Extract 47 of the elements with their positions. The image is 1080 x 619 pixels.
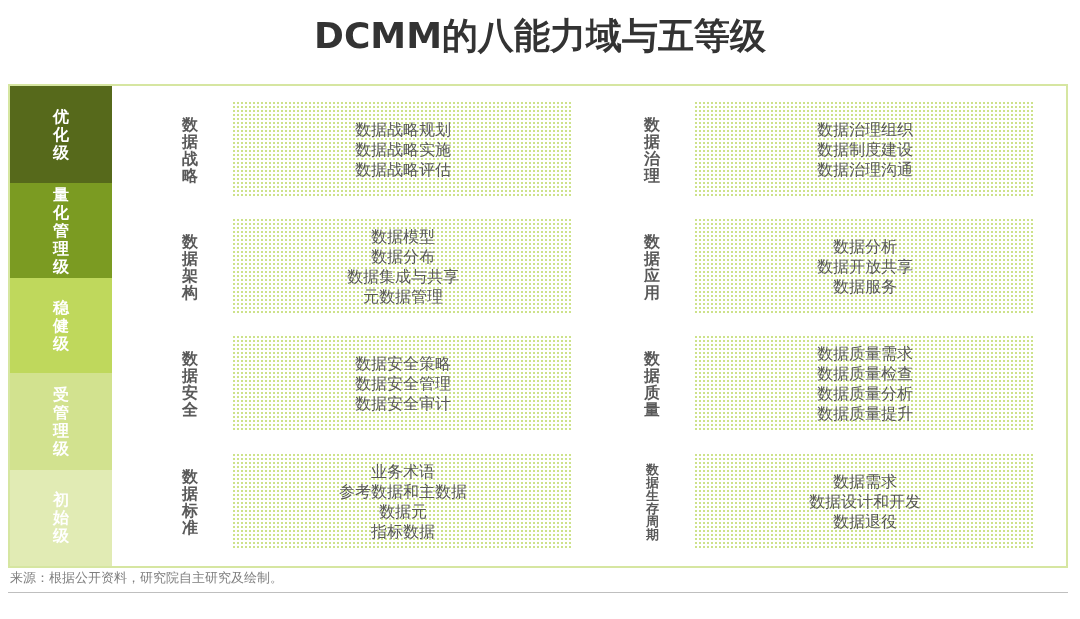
item-text: 数据战略评估	[354, 159, 451, 180]
domain-heading: 数据安全	[182, 349, 198, 418]
item-text: 数据设计和开发	[808, 491, 921, 512]
source-note: 来源：根据公开资料，研究院自主研究及绘制。	[10, 569, 283, 587]
item-text: 数据战略规划	[354, 119, 451, 140]
domain-heading: 数据标准	[182, 467, 198, 536]
level-label: 优化级	[53, 107, 69, 162]
domain-heading: 数据架构	[182, 232, 198, 301]
level-band	[10, 278, 112, 373]
level-label: 稳健级	[53, 298, 69, 353]
item-text: 数据质量分析	[816, 383, 913, 404]
item-text: 数据服务	[832, 276, 897, 297]
level-band	[10, 470, 112, 566]
item-text: 数据集成与共享	[346, 266, 459, 287]
item-text: 数据模型	[370, 226, 435, 247]
level-band	[10, 373, 112, 470]
item-text: 数据分布	[370, 246, 435, 267]
item-text: 数据质量需求	[816, 343, 913, 364]
item-text: 数据质量检查	[816, 363, 913, 384]
domain-heading: 数据应用	[644, 232, 660, 301]
level-band	[10, 86, 112, 183]
item-text: 数据战略实施	[354, 139, 451, 160]
item-text: 数据质量提升	[816, 403, 913, 424]
level-label: 初始级	[53, 491, 69, 545]
level-label: 受管理级	[53, 385, 69, 458]
item-text: 业务术语	[370, 461, 435, 482]
item-text: 数据安全管理	[354, 373, 451, 394]
item-text: 数据需求	[832, 471, 897, 492]
domain-heading: 数据生存周期	[645, 462, 659, 541]
domain-heading: 数据治理	[644, 115, 660, 184]
item-text: 元数据管理	[362, 286, 443, 307]
item-text: 数据治理组织	[816, 119, 913, 140]
item-text: 数据元	[378, 501, 427, 522]
item-text: 数据治理沟通	[816, 159, 913, 180]
title: DCMM的八能力域与五等级	[314, 14, 766, 58]
item-text: 数据退役	[832, 511, 897, 532]
item-text: 数据分析	[832, 236, 897, 257]
item-text: 数据开放共享	[816, 256, 913, 277]
item-text: 数据安全策略	[354, 353, 451, 374]
item-text: 数据制度建设	[816, 139, 913, 160]
domain-heading: 数据战略	[182, 115, 198, 184]
domain-heading: 数据质量	[644, 349, 660, 418]
level-band	[10, 183, 112, 278]
item-text: 指标数据	[370, 521, 435, 542]
item-text: 数据安全审计	[354, 393, 451, 414]
level-label: 量化管理级	[53, 185, 69, 276]
item-text: 参考数据和主数据	[338, 481, 467, 502]
